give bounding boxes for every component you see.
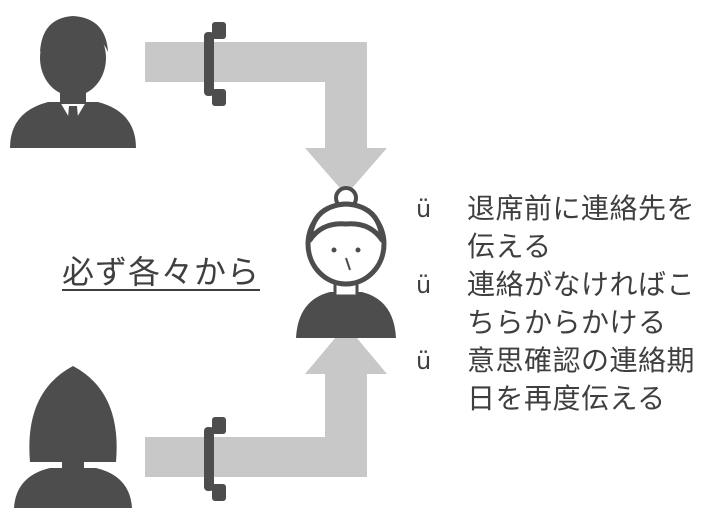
- check-bullet-icon: ü: [416, 271, 432, 299]
- list-item: ü 連絡がなければこ ちらからかける: [410, 266, 728, 342]
- list-item: ü 意思確認の連絡期 日を再度伝える: [410, 342, 728, 418]
- checklist: ü 退席前に連絡先を 伝える ü 連絡がなければこ ちらからかける ü 意思確認…: [410, 190, 728, 418]
- caption-label: 必ず各々から: [62, 253, 261, 291]
- telephone-handset-icon: [204, 22, 226, 106]
- list-item-text: 意思確認の連絡期 日を再度伝える: [467, 344, 696, 415]
- telephone-handset-icon: [204, 417, 226, 501]
- elderly-woman-icon: [296, 186, 396, 338]
- list-item: ü 退席前に連絡先を 伝える: [410, 190, 728, 266]
- top-arrow: [145, 42, 387, 195]
- check-bullet-icon: ü: [416, 195, 432, 223]
- female-person-icon: [14, 366, 132, 508]
- list-item-text: 連絡がなければこ ちらからかける: [467, 268, 696, 339]
- check-bullet-icon: ü: [416, 347, 432, 375]
- male-person-icon: [10, 16, 136, 148]
- bottom-arrow: [145, 325, 387, 477]
- list-item-text: 退席前に連絡先を 伝える: [467, 192, 696, 263]
